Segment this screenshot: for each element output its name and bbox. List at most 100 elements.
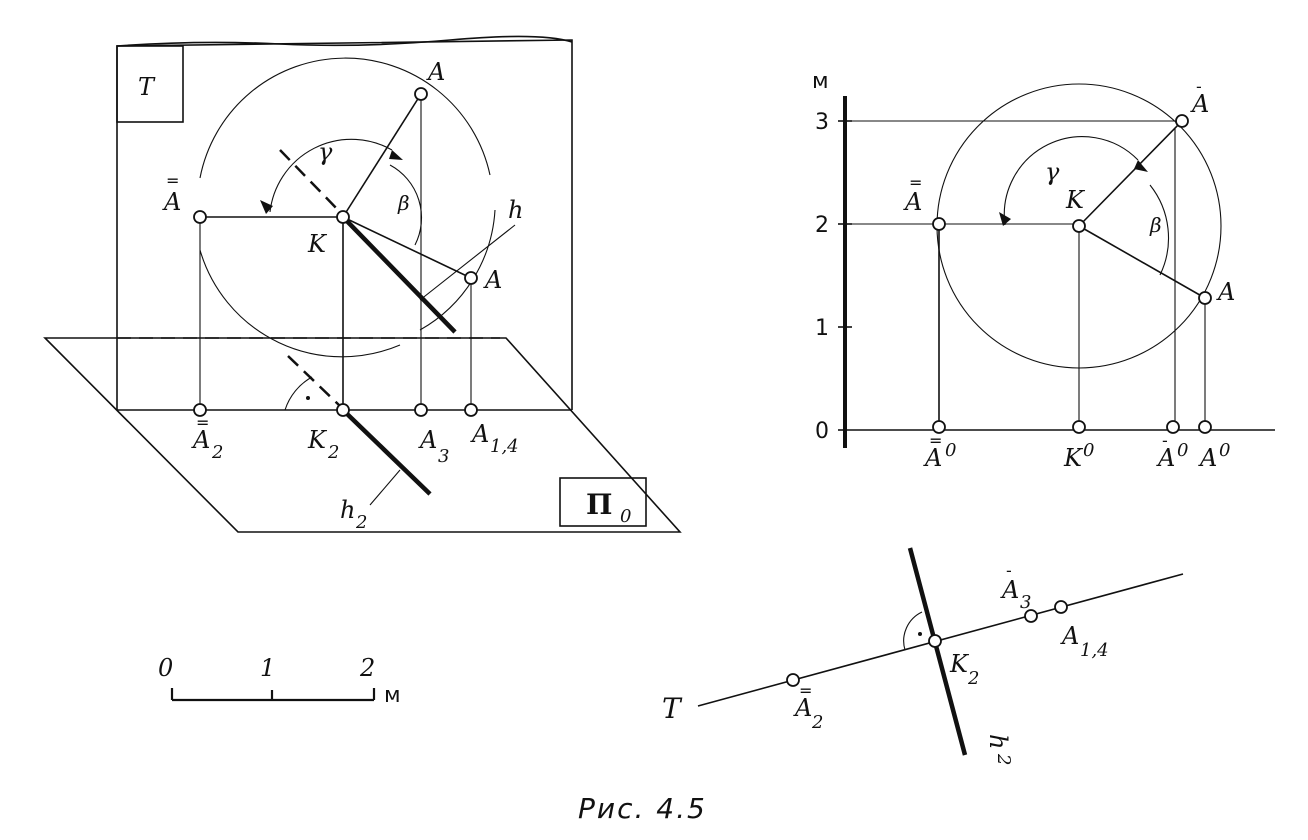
tick-label-3: 3 xyxy=(815,110,829,135)
point-Abar0 xyxy=(1166,420,1180,434)
label-K: K xyxy=(1065,186,1086,214)
label-h2: h xyxy=(340,496,355,524)
label-A3: A xyxy=(418,426,437,454)
point-A-dd xyxy=(193,210,207,224)
label-A-bar: A xyxy=(1190,90,1209,118)
angle-gamma-arrow-left xyxy=(999,212,1011,226)
point-A-top xyxy=(414,87,428,101)
axis-label-A-dd0: A xyxy=(923,444,942,472)
point-A14 xyxy=(1054,600,1068,614)
label-A14-sub: 1,4 xyxy=(490,436,519,457)
point-A3 xyxy=(414,403,428,417)
label-A-dd-bars: = xyxy=(909,173,922,192)
label-h2-sub: 2 xyxy=(355,512,367,533)
line-h-dashed xyxy=(279,149,341,213)
scale-label-2: 2 xyxy=(359,654,375,682)
label-A3: A xyxy=(1000,576,1019,604)
line-h2-dashed xyxy=(287,355,341,407)
label-A2-bars: = xyxy=(799,681,812,700)
plane-T-top-wavy xyxy=(116,35,573,47)
point-A2 xyxy=(786,673,800,687)
label-A-right: A xyxy=(483,266,502,294)
point-A0 xyxy=(1198,420,1212,434)
plan-view: T A = 2 K 2 A - 3 A 1,4 h 2 xyxy=(662,547,1184,765)
tick-label-0: 0 xyxy=(815,419,829,444)
point-A-dd xyxy=(932,217,946,231)
axis-label-K0-sup: 0 xyxy=(1083,440,1094,461)
scale-label-0: 0 xyxy=(158,654,173,682)
label-A-dd: A xyxy=(903,188,922,216)
point-A-dd0 xyxy=(932,420,946,434)
label-A14-sub: 1,4 xyxy=(1080,640,1109,661)
plane-T-label-box xyxy=(116,45,184,123)
axis-label-Abar0: A xyxy=(1156,444,1175,472)
point-K2 xyxy=(336,403,350,417)
plane-P0-sub: 0 xyxy=(620,506,631,527)
label-K2-sub: 2 xyxy=(967,668,979,689)
axis-label-A0: A xyxy=(1198,444,1217,472)
label-h2: h xyxy=(984,734,1012,749)
label-A2: A xyxy=(191,426,210,454)
angle-gamma-arc xyxy=(269,138,393,213)
angle-gamma-label: γ xyxy=(1045,158,1060,186)
label-h2-sub: 2 xyxy=(993,753,1014,765)
label-A3-sub: 3 xyxy=(1020,592,1031,613)
right-profile-view: 0 1 2 3 м γ β A xyxy=(812,69,1275,472)
angle-beta-arc xyxy=(389,164,423,246)
label-A-dd-bars: = xyxy=(166,171,179,190)
label-A-dd: A xyxy=(162,188,181,216)
radius-K-A xyxy=(342,216,472,279)
radius-K-Atop xyxy=(342,93,422,218)
label-A2: A xyxy=(793,694,812,722)
label-A-bar-overline: - xyxy=(1196,77,1202,96)
right-angle-arc xyxy=(903,611,923,651)
label-A: A xyxy=(1216,278,1235,306)
line-h-leader xyxy=(419,224,516,301)
radius-K-A xyxy=(1078,225,1206,299)
right-angle-dot xyxy=(918,632,922,636)
plane-T-outline xyxy=(116,39,573,410)
label-K2: K xyxy=(307,426,328,454)
point-K0 xyxy=(1072,420,1086,434)
trace-T-label: T xyxy=(662,692,683,725)
scale-label-1: 1 xyxy=(260,654,275,682)
plane-T-label: T xyxy=(138,73,156,101)
label-K: K xyxy=(307,230,328,258)
angle-gamma-arc xyxy=(1003,136,1139,226)
scale-unit: м xyxy=(384,683,401,708)
label-A3-overline: - xyxy=(1006,561,1012,580)
axis-label-K0: K xyxy=(1063,444,1084,472)
point-K xyxy=(336,210,350,224)
angle-beta-label: β xyxy=(397,191,410,215)
plane-P0-label: Π xyxy=(586,488,612,521)
axis-label-Abar0-sup: 0 xyxy=(1177,440,1188,461)
angle-beta-arc xyxy=(1149,184,1170,276)
point-A xyxy=(1198,291,1212,305)
angle-beta-label: β xyxy=(1149,213,1162,237)
tick-label-1: 1 xyxy=(815,316,829,341)
point-A2 xyxy=(193,403,207,417)
angle-gamma-label: γ xyxy=(318,138,333,166)
axis-label-Abar0-overline: - xyxy=(1162,431,1168,450)
plane-P0-label-box xyxy=(559,477,647,527)
label-A14: A xyxy=(1060,622,1079,650)
label-h: h xyxy=(508,196,523,224)
radius-K-Abar xyxy=(1078,120,1183,227)
angle-gamma-arrow-right xyxy=(389,150,403,160)
point-A3 xyxy=(1024,609,1038,623)
point-A-bar xyxy=(1175,114,1189,128)
tick-label-2: 2 xyxy=(815,213,829,238)
angle-gamma-arrow-left xyxy=(260,200,273,214)
line-h2-bold xyxy=(341,408,432,496)
figure-caption: Рис. 4.5 xyxy=(578,792,707,825)
left-3d-view: T Π 0 γ xyxy=(43,35,682,533)
line-h-bold xyxy=(341,215,457,334)
point-K xyxy=(1072,219,1086,233)
label-A2-bars: = xyxy=(196,413,209,432)
axis-label-A0-sup: 0 xyxy=(1219,440,1230,461)
point-K2 xyxy=(928,634,942,648)
label-K2: K xyxy=(949,650,970,678)
right-angle-arc xyxy=(284,376,313,411)
label-A3-sub: 3 xyxy=(438,446,449,467)
